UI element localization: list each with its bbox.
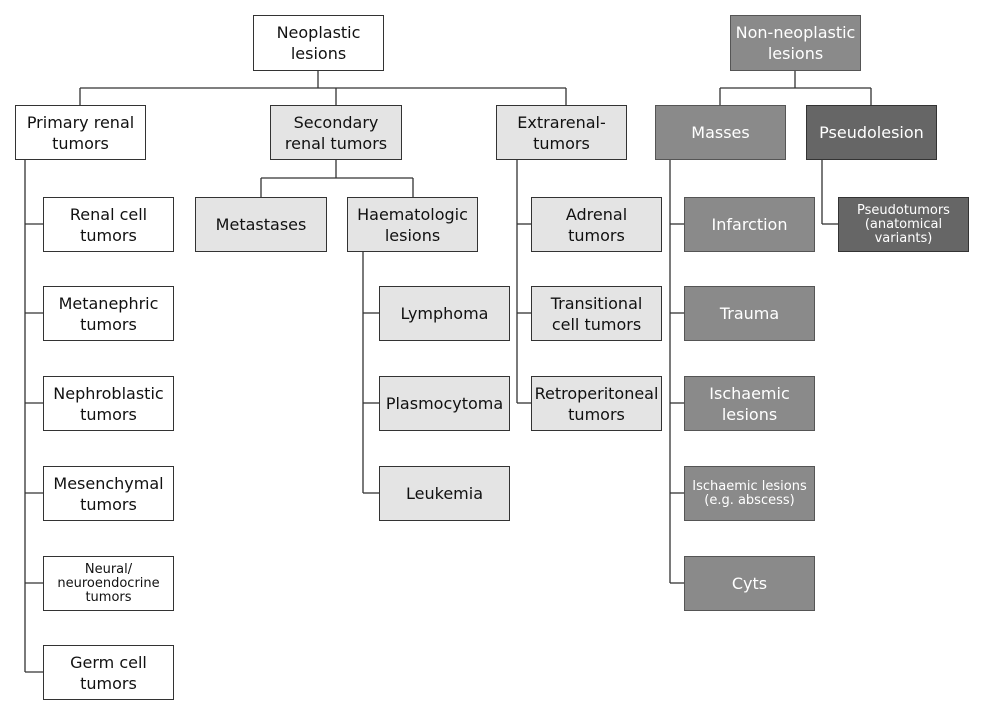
node-masses: Masses [655,105,786,160]
node-infarction: Infarction [684,197,815,252]
node-germ-cell-tumors: Germ cell tumors [43,645,174,700]
node-transitional-cell-tumors: Transitional cell tumors [531,286,662,341]
node-leukemia: Leukemia [379,466,510,521]
node-pseudotumors: Pseudotumors (anatomical variants) [838,197,969,252]
node-secondary-renal-tumors: Secondary renal tumors [270,105,402,160]
node-adrenal-tumors: Adrenal tumors [531,197,662,252]
node-cyts: Cyts [684,556,815,611]
node-primary-renal-tumors: Primary renal tumors [15,105,146,160]
node-extrarenal-tumors: Extrarenal- tumors [496,105,627,160]
node-lymphoma: Lymphoma [379,286,510,341]
node-mesenchymal-tumors: Mesenchymal tumors [43,466,174,521]
node-pseudolesion: Pseudolesion [806,105,937,160]
node-retroperitoneal-tumors: Retroperitoneal tumors [531,376,662,431]
node-nephroblastic-tumors: Nephroblastic tumors [43,376,174,431]
node-metastases: Metastases [195,197,327,252]
node-plasmocytoma: Plasmocytoma [379,376,510,431]
node-ischaemic-lesions: Ischaemic lesions [684,376,815,431]
node-neural-neuroendocrine-tumors: Neural/ neuroendocrine tumors [43,556,174,611]
node-haematologic-lesions: Haematologic lesions [347,197,478,252]
node-non-neoplastic-lesions: Non-neoplastic lesions [730,15,861,71]
node-renal-cell-tumors: Renal cell tumors [43,197,174,252]
node-trauma: Trauma [684,286,815,341]
node-neoplastic-lesions: Neoplastic lesions [253,15,384,71]
node-ischaemic-lesions-abscess: Ischaemic lesions (e.g. abscess) [684,466,815,521]
node-metanephric-tumors: Metanephric tumors [43,286,174,341]
